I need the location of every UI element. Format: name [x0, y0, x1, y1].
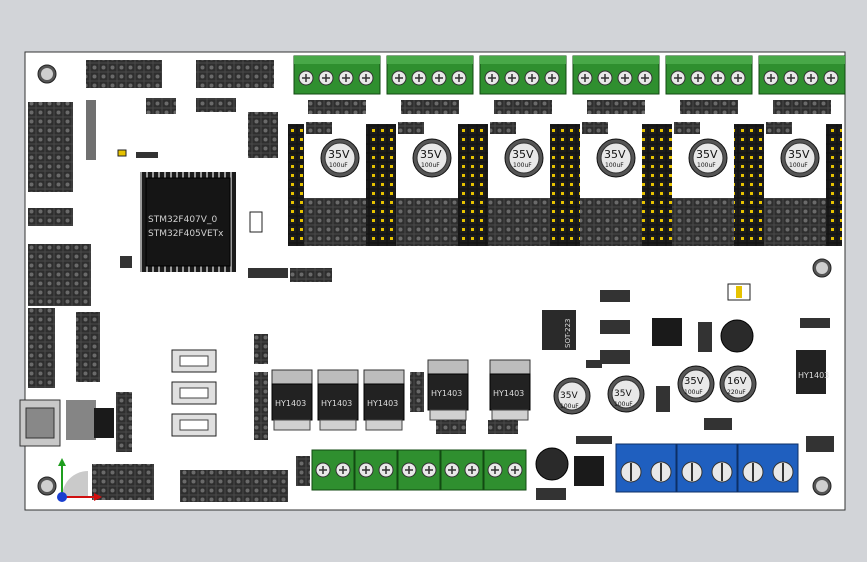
power-terminal	[737, 443, 799, 493]
mosfet-label: HY1403	[321, 399, 352, 408]
terminal-block	[665, 55, 753, 114]
left-pin-headers	[28, 102, 100, 388]
terminal-block	[758, 55, 846, 114]
mcu-label-line2: STM32F405VETx	[148, 229, 224, 239]
mosfet-label: HY1403	[367, 399, 398, 408]
cap-voltage: 35V	[420, 148, 442, 161]
cap-c1-voltage: 35V	[684, 376, 704, 387]
driver-sockets: 35V100uF35V100uF35V100uF35V100uF35V100uF…	[288, 122, 842, 246]
cap-br-capacitance: 100uF	[614, 401, 633, 408]
power-terminal	[615, 443, 677, 493]
terminal-block	[354, 449, 398, 491]
terminal-block	[311, 449, 355, 491]
mosfet-right-label: HY1403	[798, 371, 829, 380]
mcu-chip: STM32F407V_0 STM32F405VETx	[140, 172, 236, 272]
power-section: SOT-223 HY1403	[535, 283, 834, 500]
mosfet: HY1403	[489, 359, 531, 421]
bottom-capacitors: 35V 100uF 35V 100uF 35V 100uF 16V 220uF	[553, 365, 757, 415]
top-headers	[86, 60, 278, 158]
cap-capacitance: 100uF	[513, 162, 532, 169]
cap-c1-capacitance: 100uF	[684, 389, 703, 396]
mcu-passives	[86, 100, 332, 282]
bottom-left-headers	[92, 334, 518, 502]
mosfet-label: HY1403	[275, 399, 306, 408]
cap-voltage: 35V	[512, 148, 534, 161]
terminal-block	[386, 55, 474, 114]
cap-voltage: 35V	[604, 148, 626, 161]
mosfet: HY1403	[317, 369, 359, 431]
mosfet: HY1403	[363, 369, 405, 431]
regulator-label: SOT-223	[564, 319, 572, 348]
mosfet-label: HY1403	[431, 389, 462, 398]
terminal-block	[572, 55, 660, 114]
power-terminal	[676, 443, 738, 493]
cap-br-voltage: 35V	[614, 389, 632, 399]
mcu-label-line1: STM32F407V_0	[148, 215, 217, 225]
bottom-green-terminals	[311, 449, 527, 491]
cap-c2-voltage: 16V	[727, 376, 747, 387]
terminal-block	[440, 449, 484, 491]
blue-power-terminals	[615, 443, 799, 493]
axis-triad-icon	[57, 458, 102, 502]
cap-voltage: 35V	[788, 148, 810, 161]
cap-capacitance: 100uF	[329, 162, 348, 169]
mounting-holes	[37, 64, 832, 496]
mosfet: HY1403	[271, 369, 313, 431]
terminal-block	[483, 449, 527, 491]
cap-bl-voltage: 35V	[560, 391, 578, 401]
cap-c2-capacitance: 220uF	[727, 389, 746, 396]
cap-voltage: 35V	[696, 148, 718, 161]
mosfet: HY1403	[427, 359, 469, 421]
terminal-block	[293, 55, 381, 114]
cap-capacitance: 100uF	[789, 162, 808, 169]
terminal-block	[479, 55, 567, 114]
push-buttons	[171, 349, 217, 437]
cap-bl-capacitance: 100uF	[560, 403, 579, 410]
usb-connector	[19, 392, 132, 452]
cap-capacitance: 100uF	[697, 162, 716, 169]
cap-capacitance: 100uF	[421, 162, 440, 169]
top-terminal-blocks	[293, 55, 846, 114]
cap-voltage: 35V	[328, 148, 350, 161]
pcb-board	[24, 51, 846, 511]
cap-capacitance: 100uF	[605, 162, 624, 169]
terminal-block	[397, 449, 441, 491]
mosfet-label: HY1403	[493, 389, 524, 398]
